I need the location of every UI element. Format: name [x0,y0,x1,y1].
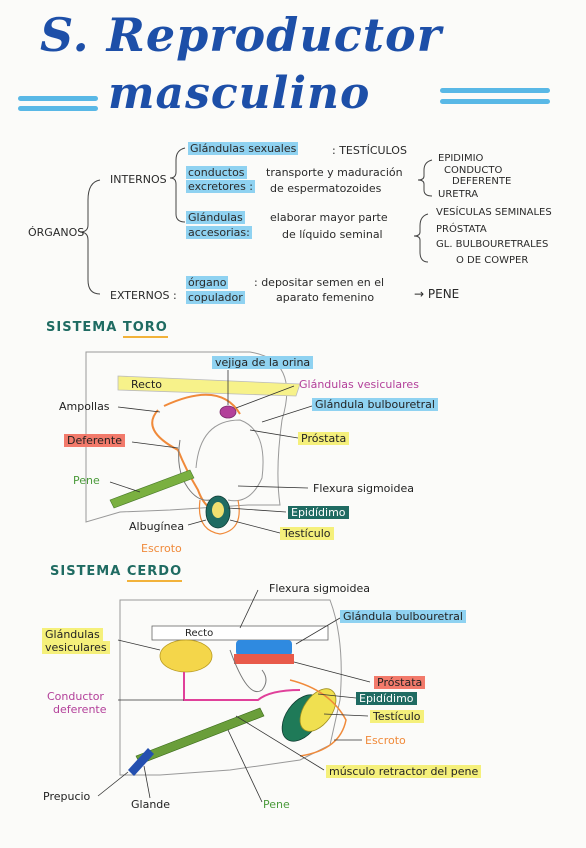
glandulas-accesorias-2: accesorias: [186,226,252,239]
cerdo-label-flexura: Flexura sigmoidea [269,582,370,595]
toro-label-escroto: Escroto [141,542,182,555]
toro-label-testiculo: Testículo [280,527,334,540]
title-line-1: S. Reproductor [40,8,442,62]
cerdo-label-conductor-deferente-2: deferente [53,703,107,716]
accesoria-item-4: O DE COWPER [456,255,529,266]
pene-result: → PENE [414,287,460,301]
cerdo-label-recto: Recto [185,628,214,639]
transporte-line-2: de espermatozoides [270,182,382,195]
toro-title-name: TORO [122,320,168,338]
cerdo-label-musculo: músculo retractor del pene [326,765,482,778]
transporte-line-1: transporte y maduración [266,166,403,179]
cerdo-label-prepucio: Prepucio [43,790,91,803]
title-line-2: masculino [108,68,371,119]
accesoria-item-3: GL. BULBOURETRALES [436,239,549,250]
cerdo-section-title: SISTEMA CERDO [50,564,183,582]
toro-section-title: SISTEMA TORO [46,320,168,338]
title-underline-right-2 [440,99,550,104]
cerdo-label-glandulas-vesiculares-2: vesiculares [42,641,110,654]
toro-label-prostata: Próstata [298,432,350,445]
title-underline-right-1 [440,88,550,93]
toro-label-glandulas-vesiculares: Glándulas vesiculares [299,378,419,391]
cerdo-label-glande: Glande [131,798,171,811]
toro-label-recto: Recto [131,378,163,391]
accesoria-item-1: VESÍCULAS SEMINALES [436,207,552,218]
toro-label-pene: Pene [73,474,100,487]
cerdo-label-conductor-deferente-1: Conductor [47,690,104,703]
outline-externos: EXTERNOS : [110,289,177,302]
toro-label-flexura: Flexura sigmoidea [313,482,414,495]
toro-label-vejiga: vejiga de la orina [212,356,314,369]
toro-label-epididimo: Epidídimo [288,506,349,519]
toro-label-deferente: Deferente [64,434,125,447]
glandulas-accesorias-1: Glándulas [186,211,245,224]
toro-label-ampollas: Ampollas [59,400,110,413]
outline-internos: INTERNOS [110,173,167,186]
elaborar-line-2: de líquido seminal [282,228,383,241]
organo-line-1: órgano [186,276,229,289]
conducto-item-1: EPIDIMIO [438,153,484,164]
organo-line-2: copulador [186,291,245,304]
cerdo-label-glandulas-vesiculares-1: Glándulas [42,628,103,641]
cerdo-title-name: CERDO [126,564,183,582]
conductos: conductos [186,166,247,179]
toro-label-albuginea: Albugínea [129,520,185,533]
depositar-line-1: : depositar semen en el [254,276,385,289]
cerdo-label-escroto: Escroto [365,734,406,747]
toro-title-prefix: SISTEMA [46,320,118,335]
cerdo-label-pene: Pene [263,798,290,811]
cerdo-label-testiculo: Testículo [370,710,424,723]
outline-root: ÓRGANOS [28,226,85,239]
cerdo-label-prostata: Próstata [374,676,426,689]
elaborar-line-1: elaborar mayor parte [270,211,388,224]
conducto-item-3: DEFERENTE [452,176,512,187]
toro-label-glandula-bulbouretral: Glándula bulbouretral [312,398,438,411]
excretores: excretores : [186,180,256,193]
title-underline-left-2 [18,106,98,111]
cerdo-title-prefix: SISTEMA [50,564,122,579]
cerdo-label-glandula-bulbouretral: Glándula bulbouretral [340,610,466,623]
glandulas-sexuales: Glándulas sexuales [188,142,299,155]
conducto-item-2: CONDUCTO [444,165,503,176]
conducto-item-4: URETRA [438,189,479,200]
testiculos: : TESTÍCULOS [332,144,407,157]
cerdo-label-epididimo: Epidídimo [356,692,417,705]
title-underline-left-1 [18,96,98,101]
accesoria-item-2: PRÓSTATA [436,224,487,235]
depositar-line-2: aparato femenino [276,291,375,304]
